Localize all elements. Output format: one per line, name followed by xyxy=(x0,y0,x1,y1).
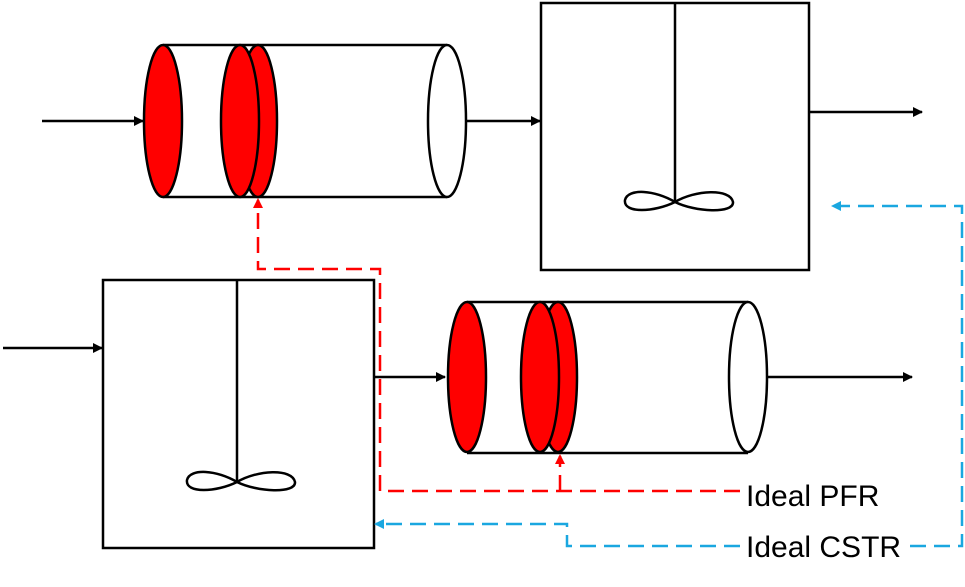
pfr-bottom-outlet-face xyxy=(727,300,769,454)
pfr-top-slice-front xyxy=(219,43,261,199)
label-ideal-pfr: Ideal PFR xyxy=(746,480,879,513)
pfr-top-inlet-face xyxy=(142,43,184,199)
label-ideal-cstr: Ideal CSTR xyxy=(746,531,901,564)
pfr-bottom xyxy=(446,300,769,455)
cstr-top xyxy=(539,1,811,272)
pfr-top xyxy=(142,43,468,199)
cstr-bottom-impeller-blades xyxy=(185,470,297,492)
cstr-callout-line-top xyxy=(831,201,964,548)
flow-arrows xyxy=(3,107,923,382)
pfr-bottom-slice-front xyxy=(519,300,561,454)
cstr-callout xyxy=(374,201,964,548)
pfr-top-outlet-face xyxy=(426,43,468,199)
cstr-bottom-vessel xyxy=(101,278,376,550)
pfr-callout-line-bottom xyxy=(253,198,740,493)
pfr-bottom-inlet-face xyxy=(446,300,488,454)
pfr-callout xyxy=(253,198,740,493)
cstr-top-impeller-blades xyxy=(623,190,735,212)
cstr-bottom xyxy=(101,278,376,550)
cstr-callout-line xyxy=(374,519,740,548)
